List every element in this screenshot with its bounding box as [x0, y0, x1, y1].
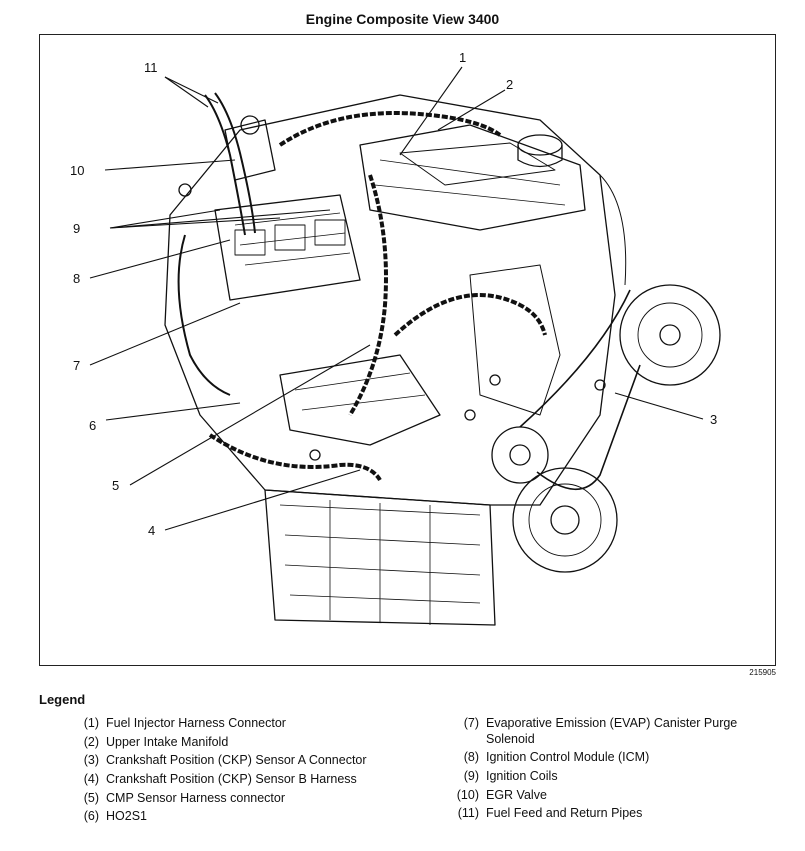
legend-item-text: HO2S1 — [106, 809, 147, 824]
exhaust-manifold — [279, 354, 441, 446]
ignition-coil-pack — [214, 194, 361, 301]
legend-item-number: (4) — [83, 771, 99, 786]
page-title: Engine Composite View 3400 — [305, 11, 500, 27]
crank-pulley — [512, 467, 618, 573]
legend-item-text: Upper Intake Manifold — [106, 734, 229, 749]
legend-item-text: Fuel Feed and Return Pipes — [486, 806, 643, 821]
intake-plenum — [359, 124, 586, 231]
callout-11: 11 — [144, 60, 158, 75]
figure-number: 215905 — [749, 668, 776, 677]
callout-5: 5 — [112, 478, 119, 493]
upper-pulley — [619, 284, 721, 386]
legend-heading: Legend — [39, 692, 86, 707]
fuel-pipes — [204, 94, 246, 236]
callout-3: 3 — [710, 412, 717, 427]
legend-item-number: (5) — [83, 790, 99, 805]
legend-item: (10) EGR Valve — [450, 788, 780, 804]
legend-column-right: (7) Evaporative Emission (EVAP) Canister … — [450, 716, 780, 825]
wiring-harness — [278, 111, 502, 147]
legend-item: (11) Fuel Feed and Return Pipes — [450, 806, 780, 822]
legend-item: (1) Fuel Injector Harness Connector — [70, 716, 410, 732]
legend-item: (8) Ignition Control Module (ICM) — [450, 750, 780, 766]
legend-item-text: Ignition Coils — [486, 768, 558, 783]
legend-column-left: (1) Fuel Injector Harness Connector (2) Up… — [70, 716, 410, 828]
legend-item-number: (9) — [463, 768, 479, 783]
callout-1: 1 — [459, 50, 466, 65]
callout-6: 6 — [89, 418, 96, 433]
legend-item-text: Fuel Injector Harness Connector — [106, 716, 286, 730]
legend-item: (9) Ignition Coils — [450, 769, 780, 785]
callout-4: 4 — [148, 523, 155, 538]
callout-9: 9 — [73, 221, 80, 236]
legend-item: (3) Crankshaft Position (CKP) Sensor A Co… — [70, 753, 410, 769]
legend-item-number: (3) — [83, 753, 99, 768]
callout-10: 10 — [70, 163, 84, 178]
legend-item-number: (8) — [463, 750, 479, 765]
legend-item-text: CMP Sensor Harness connector — [106, 790, 286, 805]
legend-item-text: Evaporative Emission (EVAP) Canister Pur… — [486, 716, 738, 746]
legend-item-text: EGR Valve — [486, 787, 547, 802]
engine-illustration: 1 2 3 4 5 6 7 8 9 10 11 — [70, 50, 721, 626]
legend-item-number: (7) — [463, 716, 479, 730]
legend-item: (4) Crankshaft Position (CKP) Sensor B Ha… — [70, 772, 410, 788]
callout-7: 7 — [73, 358, 80, 373]
legend-item-number: (11) — [457, 806, 479, 821]
legend-item-text: Crankshaft Position (CKP) Sensor B Harne… — [106, 771, 357, 786]
legend-item: (6) HO2S1 — [70, 809, 410, 825]
legend-item-number: (2) — [83, 734, 99, 749]
diagram-frame: 1 2 3 4 5 6 7 8 9 10 11 — [39, 34, 776, 666]
legend-item-number: (1) — [83, 716, 99, 730]
callout-8: 8 — [73, 271, 80, 286]
engine-block — [164, 94, 616, 506]
legend-item: (2) Upper Intake Manifold — [70, 735, 410, 751]
legend-item: (7) Evaporative Emission (EVAP) Canister … — [450, 716, 780, 747]
callout-2: 2 — [506, 77, 513, 92]
legend-item-number: (6) — [83, 809, 99, 824]
legend-item-text: Ignition Control Module (ICM) — [486, 750, 650, 765]
legend-item: (5) CMP Sensor Harness connector — [70, 791, 410, 807]
legend-item-number: (10) — [456, 787, 479, 802]
legend-item-text: Crankshaft Position (CKP) Sensor A Conne… — [106, 753, 367, 768]
